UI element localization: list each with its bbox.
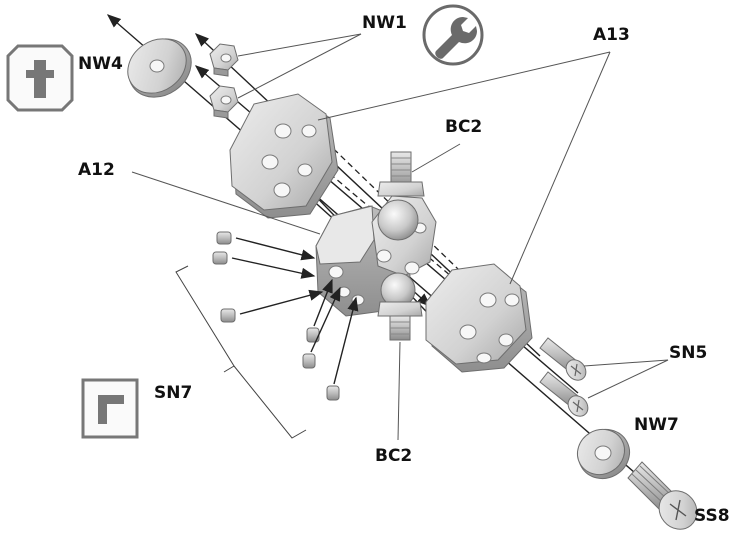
label-a12: A12 [78, 160, 115, 180]
set-screw [216, 231, 232, 245]
leader-lines [131, 33, 669, 441]
hex-nut-nw1-lower [209, 85, 239, 119]
screw-ss8 [627, 461, 698, 530]
label-sn5: SN5 [669, 343, 707, 363]
screwdriver-icon [6, 44, 74, 112]
hex-nut-nw1-upper [209, 43, 239, 77]
label-ss8: SS8 [694, 506, 730, 526]
screw-sn5-upper [539, 337, 587, 381]
plate-a13-lower [425, 263, 533, 373]
set-screw [326, 385, 340, 401]
corner-bracket-icon [81, 378, 139, 439]
sn7-group-bracket [175, 265, 307, 439]
label-sn7: SN7 [154, 383, 192, 403]
label-bc2-top: BC2 [445, 117, 482, 137]
label-nw4: NW4 [78, 54, 123, 74]
set-screw [220, 308, 236, 323]
label-nw1: NW1 [362, 13, 407, 33]
ball-stud-bc2-lower [377, 272, 423, 341]
set-screw [212, 251, 228, 265]
label-a13: A13 [593, 25, 630, 45]
ball-stud-bc2-upper [377, 151, 425, 241]
washer-nw4 [127, 38, 192, 98]
set-screw [302, 353, 316, 369]
set-screws-sn7 [212, 231, 359, 401]
plate-a13-upper [229, 93, 339, 219]
washer-nw7 [576, 428, 631, 480]
wrench-icon [422, 4, 484, 66]
label-nw7: NW7 [634, 415, 679, 435]
label-bc2-bottom: BC2 [375, 446, 412, 466]
screw-sn5-lower [539, 371, 589, 417]
